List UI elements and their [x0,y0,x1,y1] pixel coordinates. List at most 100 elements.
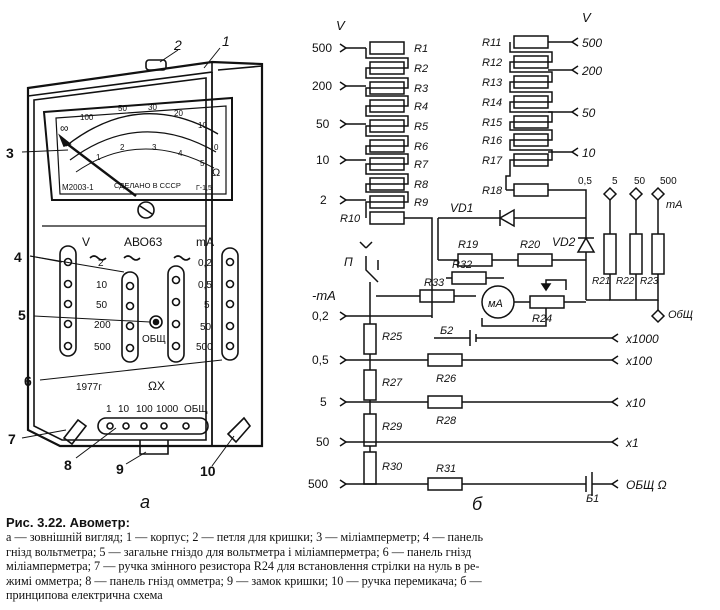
callout-9: 9 [116,461,124,477]
ohm-range-1000: 1000 [156,404,179,415]
meter-model: М2003-1 [62,183,94,192]
ma-jack-0-5: 0,5 [198,280,212,291]
scale-3: 3 [152,143,157,152]
ma-jack-500: 500 [196,342,213,353]
r13-label: R13 [482,77,503,89]
caption-title: Рис. 3.22. Авометр: [6,515,130,530]
part-b-label: б [472,494,483,512]
part-a-label: а [140,492,150,512]
callout-3: 3 [6,145,14,161]
r3-label: R3 [414,83,429,95]
battery-b2-label: Б2 [440,325,453,337]
r31-label: R31 [436,463,456,475]
scale-50: 50 [118,104,127,113]
shunt-0-5: 0,5 [578,176,592,187]
v-jack-10: 10 [96,280,108,291]
meter-class: Г-1,5 [196,185,212,192]
v-jack-500: 500 [94,342,111,353]
vd1-label: VD1 [450,201,473,215]
ma-unit: -mA [312,288,336,303]
caption-line-1: а — зовнішній вигляд; 1 — корпус; 2 — пе… [6,530,484,545]
ohm-range-10: 10 [118,404,130,415]
r22-label: R22 [616,276,635,287]
callout-2: 2 [173,37,182,53]
caption-line-5: принципова електрична схема [6,588,163,603]
out-x100: x100 [625,354,652,368]
callout-5: 5 [18,307,26,323]
r16-label: R16 [482,135,503,147]
v-jack-200: 200 [94,320,111,331]
shunt-50: 50 [634,176,646,187]
scale-5: 5 [200,159,205,168]
v-left-unit: V [336,18,346,33]
ma-5: 5 [320,395,327,409]
r6-label: R6 [414,141,429,153]
scale-ohm: Ω [212,167,220,179]
v-right-500: 500 [582,36,602,50]
callout-7: 7 [8,431,16,447]
r18-label: R18 [482,185,503,197]
r28-label: R28 [436,415,457,427]
out-common-ohm: ОБЩ Ω [626,478,667,492]
v-header: V [82,235,90,249]
ma-500: 500 [308,477,328,491]
scale-0: 0 [214,143,219,152]
scale-100: 100 [80,113,94,122]
figure-caption: Рис. 3.22. Авометр: а — зовнішній вигляд… [6,515,714,603]
switch-label: П [344,255,353,269]
r4-label: R4 [414,101,428,113]
r26-label: R26 [436,373,457,385]
ma-0-2: 0,2 [312,309,329,323]
avometer-figure: 1 2 3 4 5 6 7 8 9 10 100 50 30 20 10 0 ∞… [6,10,693,512]
out-x1: x1 [625,436,639,450]
ma-0-5: 0,5 [312,353,329,367]
schematic-labels: V 500 200 50 10 2 R1 R2 R3 R4 R5 R6 R7 R… [308,10,693,512]
r15-label: R15 [482,117,503,129]
scale-1: 1 [96,153,101,162]
caption-line-2: гнізд вольтметра; 5 — загальне гніздо дл… [6,544,472,559]
r30-label: R30 [382,461,403,473]
callout-6: 6 [24,373,32,389]
v-left-10: 10 [316,153,330,167]
out-x10: x10 [625,396,646,410]
ohm-x-label: ΩX [148,379,165,393]
r5-label: R5 [414,121,429,133]
scale-10: 10 [198,121,207,130]
scale-30: 30 [148,103,157,112]
scale-2: 2 [120,143,125,152]
ohm-range-common: ОБЩ [184,404,208,415]
ohm-range-100: 100 [136,404,153,415]
v-left-200: 200 [312,79,332,93]
r29-label: R29 [382,421,402,433]
r2-label: R2 [414,63,428,75]
r23-label: R23 [640,276,659,287]
v-right-unit: V [582,10,592,25]
shunt-5: 5 [612,176,618,187]
meter-ma-label: мА [488,298,503,310]
r9-label: R9 [414,197,428,209]
r19-label: R19 [458,239,478,251]
common-jack-label: ОБЩ [142,334,166,345]
v-left-2: 2 [320,193,327,207]
schematic-wires [339,35,666,496]
r1-label: R1 [414,43,428,55]
v-right-50: 50 [582,106,596,120]
ma-jack-5: 5 [204,300,210,311]
year-label: 1977г [76,382,102,393]
v-right-10: 10 [582,146,596,160]
r12-label: R12 [482,57,502,69]
r33-label: R33 [424,277,445,289]
avometer-labels: 1 2 3 4 5 6 7 8 9 10 100 50 30 20 10 0 ∞… [6,33,230,512]
battery-b1-label: Б1 [586,493,599,505]
vd2-label: VD2 [552,235,576,249]
r14-label: R14 [482,97,502,109]
panel-model: АВО63 [124,235,163,249]
r24-label: R24 [532,313,552,325]
caption-line-4: жимі омметра; 8 — панель гнізд омметра; … [6,573,482,588]
v-jack-2: 2 [98,258,104,269]
scale-20: 20 [174,109,183,118]
r17-label: R17 [482,155,503,167]
r10-label: R10 [340,213,361,225]
ma-header: mA [196,235,214,249]
scale-4: 4 [178,149,183,158]
